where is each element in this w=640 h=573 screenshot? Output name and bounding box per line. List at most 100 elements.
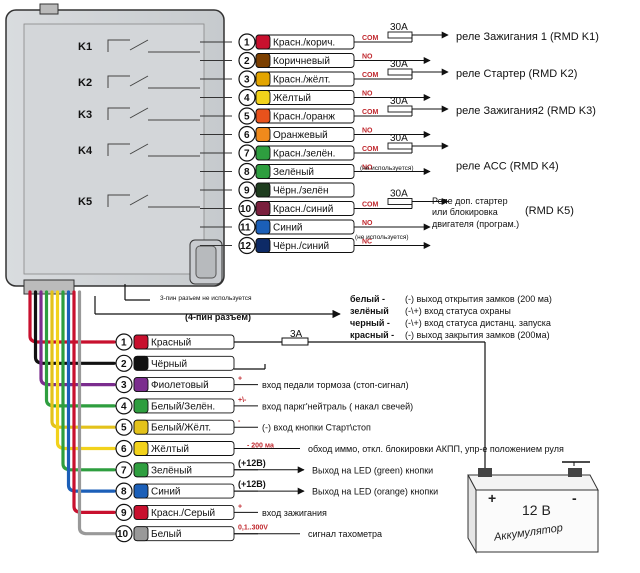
harness-wire-label: Фиолетовый: [151, 380, 209, 391]
relay-label-k3: K3: [78, 109, 92, 121]
harness-wire-description: вход педали тормоза (стоп-сигнал): [262, 380, 409, 390]
relay-wire-plug: [255, 219, 271, 235]
harness-wire-number: 10: [117, 529, 129, 540]
relay-wire-number: 10: [240, 204, 252, 215]
relay-wire-label: Красн./синий: [273, 204, 333, 215]
harness-fan-wire-3: [39, 290, 116, 387]
relay-wire-tag: NO: [362, 220, 373, 227]
relay-wire-plug: [255, 71, 271, 87]
harness-fan-wire-1: [28, 290, 116, 344]
relay-switch-k1: [107, 39, 200, 53]
relay-label-k2: K2: [78, 77, 92, 89]
harness-fan-wire-6: [55, 290, 116, 451]
relay-wire-number-badge: [238, 236, 256, 255]
harness-wire-polarity: +: [238, 503, 242, 510]
harness-wire-polarity: +: [238, 376, 242, 383]
harness-wire-description: вход зажигания: [262, 508, 327, 518]
relay-wire-label: Красн./корич.: [273, 38, 335, 49]
relay-wire-number: 11: [240, 223, 251, 234]
harness-wire-polarity: (+12В): [238, 458, 266, 468]
relay-wire-plug: [255, 164, 271, 179]
four-pin-wire: черный -(-\+) вход статуса дистанц. запу…: [350, 318, 551, 328]
relay-wire-label: Красн./жёлт.: [273, 75, 330, 86]
relay-wire-number-badge: [238, 33, 256, 51]
harness-fan-wire-5: [50, 290, 116, 429]
relay-switch-k5: [107, 194, 200, 208]
harness-wire-plug: [133, 377, 149, 393]
relay-label-k4: K4: [78, 145, 93, 157]
relay-wire-number-badge: [238, 107, 256, 125]
relay-wire-label: Красн./оранж: [273, 112, 335, 123]
relay-wire-plug: [255, 53, 271, 68]
four-pin-wire-list: белый -(-) выход открытия замков (200 ма…: [350, 294, 552, 340]
relay-wire-number-badge: [238, 218, 256, 236]
relay-wire-plug: [255, 90, 271, 105]
relay-wire-label: Чёрн./синий: [273, 241, 329, 252]
relay-wire-tag: COM: [362, 109, 379, 116]
not-used-note-9: (не используется): [360, 165, 414, 172]
harness-wire-number: 3: [121, 380, 127, 391]
harness-wire-number-badge: [115, 461, 133, 479]
relay-wire-tag: NO: [362, 54, 373, 61]
harness-wire-label: Белый/Зелён.: [151, 401, 215, 412]
k5-dest-line1: Реле доп. стартер: [432, 196, 508, 206]
k5-dest-line3: двигателя (програм.): [432, 219, 519, 229]
four-pin-wire-name: зелёный: [350, 306, 389, 316]
relay-fuse-label: 30A: [390, 189, 408, 200]
relay-wire-label: Коричневый: [273, 56, 330, 67]
harness-wire-label: Синий: [151, 487, 181, 498]
k5-dest-code: (RMD K5): [525, 205, 574, 217]
harness-wire-plug: [133, 504, 149, 520]
relay-wire-tag: COM: [362, 35, 379, 42]
four-pin-wire: красный -(-) выход закрытия замков (200м…: [350, 330, 550, 340]
harness-wire-number-badge: [115, 354, 133, 372]
harness-wire-plug: [133, 334, 149, 350]
four-pin-wire-name: черный -: [350, 318, 390, 328]
relay-wire-plug: [255, 127, 271, 142]
harness-wire-3: 3 Фиолетовый + вход педали тормоза (стоп-си…: [115, 376, 409, 394]
harness-wire-label: Чёрный: [151, 359, 187, 370]
relay-fuse-label: 30A: [390, 133, 408, 144]
harness-wire-plug: [133, 398, 149, 414]
four-pin-wire: белый -(-) выход открытия замков (200 ма…: [350, 294, 552, 304]
relay-wire-destination: реле Зажигания2 (RMD K3): [456, 105, 596, 117]
relay-wire-number: 6: [244, 130, 250, 141]
harness-wire-polarity: (+12В): [238, 479, 266, 489]
relay-fuse-label: 30A: [390, 59, 408, 70]
harness-wire-number-badge: [115, 503, 133, 522]
four-pin-wire-name: белый -: [350, 294, 385, 304]
four-pin-wire: зелёный(-\+) вход статуса охраны: [350, 306, 511, 316]
relay-wire-number-badge: [238, 199, 256, 218]
harness-wire-plug: [133, 483, 149, 499]
relay-wire-label: Зелёный: [273, 167, 314, 178]
harness-wire-number-badge: [115, 525, 133, 543]
relay-wire-number-badge: [238, 125, 256, 144]
harness-wire-label: Жёлтый: [151, 444, 189, 455]
relay-wire-plug: [255, 201, 271, 216]
harness-wire-plug: [133, 419, 149, 435]
harness-fan-wire-4: [44, 290, 116, 408]
four-pin-wire-name: красный -: [350, 330, 394, 340]
relay-wire-number: 3: [244, 75, 250, 86]
harness-fan-wire-2: [33, 290, 116, 365]
relay-wire-number-badge: [238, 144, 256, 162]
harness-wire-number-badge: [115, 418, 133, 436]
harness-wire-description: сигнал тахометра: [308, 529, 382, 539]
harness-wire-label: Зелёный: [151, 465, 192, 476]
relay-wire-number-badge: [238, 70, 256, 88]
relay-wire-plug: [255, 145, 271, 161]
four-pin-connector: (4-пин разъём): [94, 296, 341, 322]
relay-wire-label: Красн./зелён.: [273, 149, 335, 160]
